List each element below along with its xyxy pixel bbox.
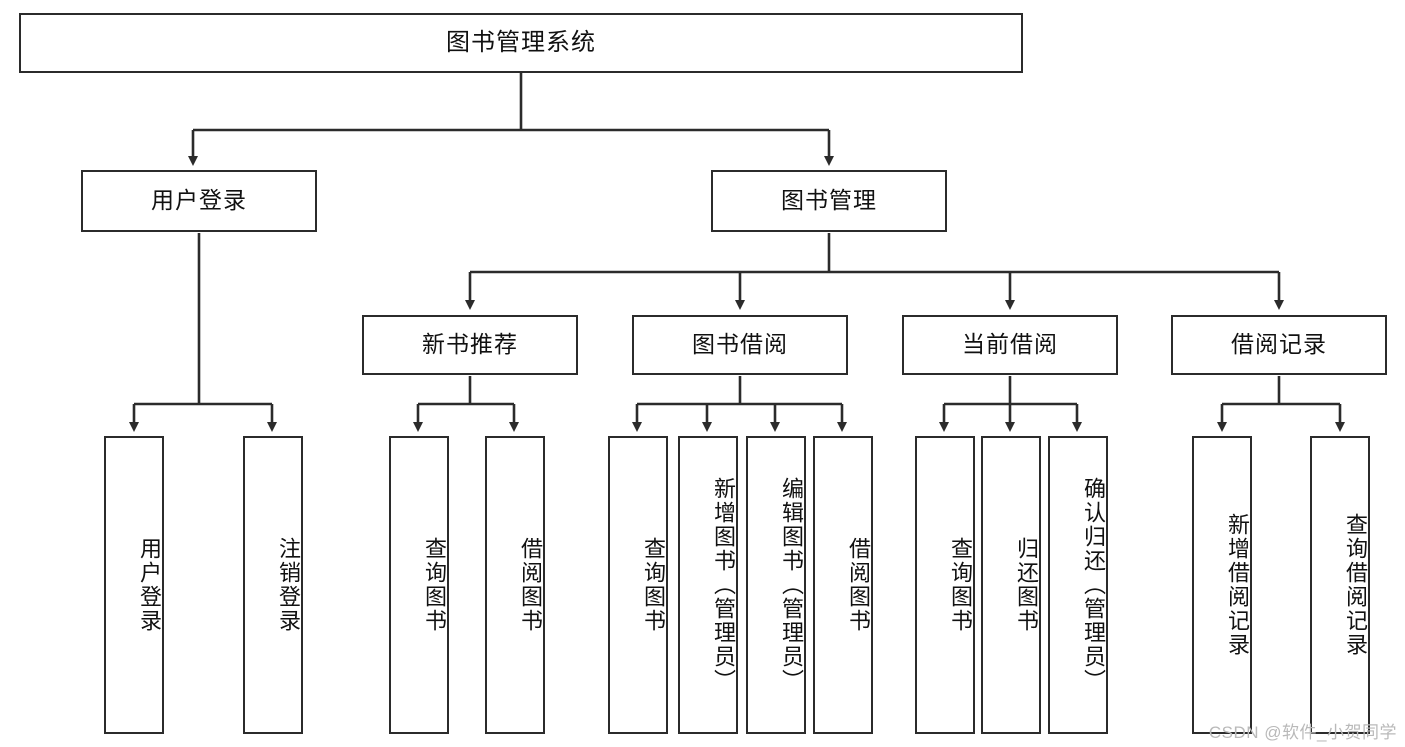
node-label: 用户登录 [151, 187, 247, 214]
leaf-current-borrow-query[interactable]: 查询图书 [915, 436, 975, 734]
node-label: 归还图书 [1014, 537, 1039, 633]
node-label: 借阅图书 [846, 537, 871, 633]
leaf-book-borrow-edit-admin[interactable]: 编辑图书（管理员） [746, 436, 806, 734]
node-label: 新书推荐 [422, 331, 518, 358]
node-label: 查询图书 [422, 537, 447, 633]
node-label: 编辑图书（管理员） [779, 477, 804, 693]
node-label: 查询图书 [641, 537, 666, 633]
node-label: 确认归还（管理员） [1081, 477, 1106, 693]
leaf-book-borrow-query[interactable]: 查询图书 [608, 436, 668, 734]
node-label: 借阅记录 [1231, 331, 1327, 358]
node-label: 注销登录 [276, 537, 301, 633]
node-label: 新增图书（管理员） [711, 477, 736, 693]
leaf-book-borrow-borrow[interactable]: 借阅图书 [813, 436, 873, 734]
leaf-user-login-logout[interactable]: 注销登录 [243, 436, 303, 734]
leaf-new-book-query[interactable]: 查询图书 [389, 436, 449, 734]
watermark-text: CSDN @软件_小贺同学 [1208, 723, 1397, 742]
node-label: 查询图书 [948, 537, 973, 633]
node-root-book-management-system[interactable]: 图书管理系统 [19, 13, 1023, 73]
node-label: 查询借阅记录 [1343, 513, 1368, 657]
node-book-management[interactable]: 图书管理 [711, 170, 947, 232]
node-label: 新增借阅记录 [1225, 513, 1250, 657]
node-current-borrow[interactable]: 当前借阅 [902, 315, 1118, 375]
node-label: 当前借阅 [962, 331, 1058, 358]
node-borrow-record[interactable]: 借阅记录 [1171, 315, 1387, 375]
leaf-user-login-login[interactable]: 用户登录 [104, 436, 164, 734]
node-label: 图书管理系统 [446, 28, 596, 56]
node-user-login[interactable]: 用户登录 [81, 170, 317, 232]
leaf-new-book-borrow[interactable]: 借阅图书 [485, 436, 545, 734]
node-label: 图书借阅 [692, 331, 788, 358]
leaf-current-borrow-confirm-return-admin[interactable]: 确认归还（管理员） [1048, 436, 1108, 734]
node-label: 用户登录 [137, 537, 162, 633]
leaf-borrow-record-add[interactable]: 新增借阅记录 [1192, 436, 1252, 734]
leaf-current-borrow-return[interactable]: 归还图书 [981, 436, 1041, 734]
node-new-book-recommend[interactable]: 新书推荐 [362, 315, 578, 375]
leaf-book-borrow-add-admin[interactable]: 新增图书（管理员） [678, 436, 738, 734]
node-book-borrow[interactable]: 图书借阅 [632, 315, 848, 375]
node-label: 图书管理 [781, 187, 877, 214]
node-label: 借阅图书 [518, 537, 543, 633]
leaf-borrow-record-query[interactable]: 查询借阅记录 [1310, 436, 1370, 734]
